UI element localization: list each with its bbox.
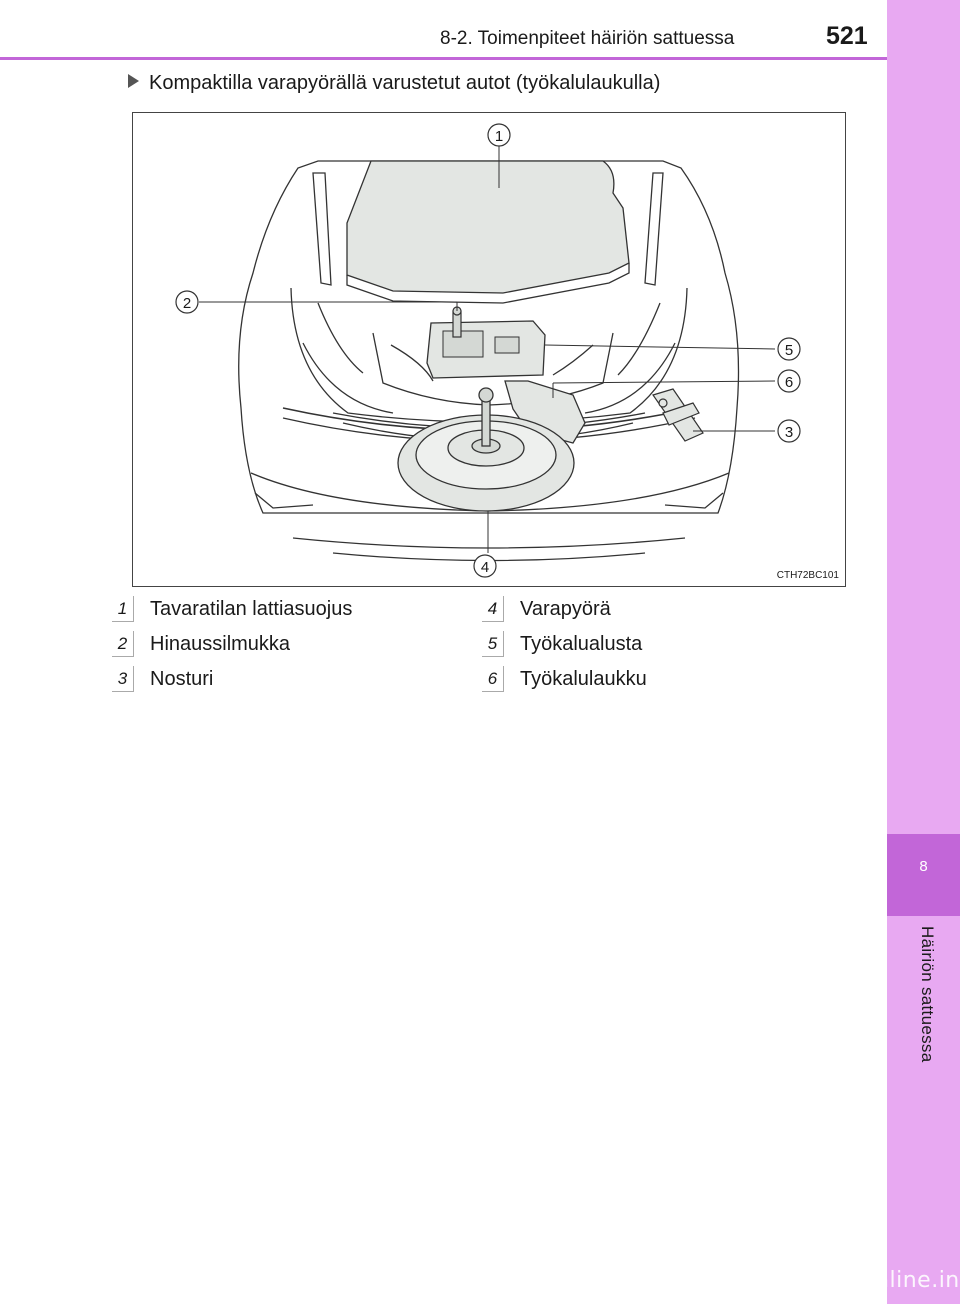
legend-label: Hinaussilmukka bbox=[150, 632, 291, 655]
header-divider bbox=[0, 57, 887, 60]
tool-bag-shape bbox=[504, 380, 586, 444]
legend-label: Nosturi bbox=[150, 667, 214, 690]
jack-shape bbox=[652, 388, 704, 442]
floor-cover-shape bbox=[346, 160, 630, 294]
tool-tray-slot bbox=[494, 336, 520, 354]
towing-eye-shape bbox=[452, 306, 462, 338]
legend-item: 6 Työkalulaukku bbox=[482, 664, 647, 694]
legend-number: 5 bbox=[482, 631, 504, 657]
sub-heading: Kompaktilla varapyörällä varustetut auto… bbox=[128, 72, 660, 95]
section-title: 8-2. Toimenpiteet häiriön sattuessa bbox=[440, 28, 735, 49]
sub-heading-text: Kompaktilla varapyörällä varustetut auto… bbox=[149, 72, 661, 94]
trunk-illustration-svg: 1 2 3 4 5 6 bbox=[175, 123, 801, 578]
callout-5-label: 5 bbox=[785, 342, 793, 359]
legend-item: 2 Hinaussilmukka bbox=[112, 629, 290, 659]
legend-item: 3 Nosturi bbox=[112, 664, 213, 694]
legend-label: Varapyörä bbox=[520, 597, 611, 620]
callout-1: 1 bbox=[487, 123, 511, 147]
callout-4-label: 4 bbox=[481, 559, 489, 576]
floor-cover-edge bbox=[346, 263, 630, 304]
triangle-bullet-icon bbox=[128, 74, 139, 88]
watermark: carmanualsonline.info bbox=[728, 1268, 960, 1293]
chapter-side-tab: 8 Häiriön sattuessa bbox=[887, 0, 960, 1304]
figure-code: CTH72BC101 bbox=[776, 570, 839, 581]
chapter-title: Häiriön sattuessa bbox=[918, 926, 937, 1063]
legend-label: Tavaratilan lattiasuojus bbox=[150, 597, 353, 620]
page-number: 521 bbox=[826, 22, 868, 50]
tool-tray-pocket bbox=[442, 330, 484, 358]
callout-1-label: 1 bbox=[495, 128, 503, 145]
legend-label: Työkalulaukku bbox=[520, 667, 647, 690]
callout-3: 3 bbox=[777, 419, 801, 443]
legend-number: 3 bbox=[112, 666, 134, 692]
callout-4: 4 bbox=[473, 554, 497, 578]
legend-number: 4 bbox=[482, 596, 504, 622]
chapter-number-box bbox=[887, 834, 960, 916]
legend-item: 4 Varapyörä bbox=[482, 594, 611, 624]
trunk-illustration: 1 2 3 4 5 6 CTH72BC101 bbox=[132, 112, 846, 587]
callout-3-label: 3 bbox=[785, 424, 793, 441]
legend-number: 2 bbox=[112, 631, 134, 657]
callout-2-label: 2 bbox=[183, 295, 191, 312]
legend-item: 5 Työkalualusta bbox=[482, 629, 642, 659]
callout-6-label: 6 bbox=[785, 374, 793, 391]
legend-number: 1 bbox=[112, 596, 134, 622]
callout-6: 6 bbox=[777, 369, 801, 393]
callout-leader-lines bbox=[199, 144, 776, 553]
chapter-number: 8 bbox=[919, 858, 928, 875]
callout-2: 2 bbox=[175, 290, 199, 314]
legend-label: Työkalualusta bbox=[520, 632, 643, 655]
callout-5: 5 bbox=[777, 337, 801, 361]
spare-tire-shape bbox=[397, 387, 575, 512]
legend-item: 1 Tavaratilan lattiasuojus bbox=[112, 594, 352, 624]
legend-number: 6 bbox=[482, 666, 504, 692]
